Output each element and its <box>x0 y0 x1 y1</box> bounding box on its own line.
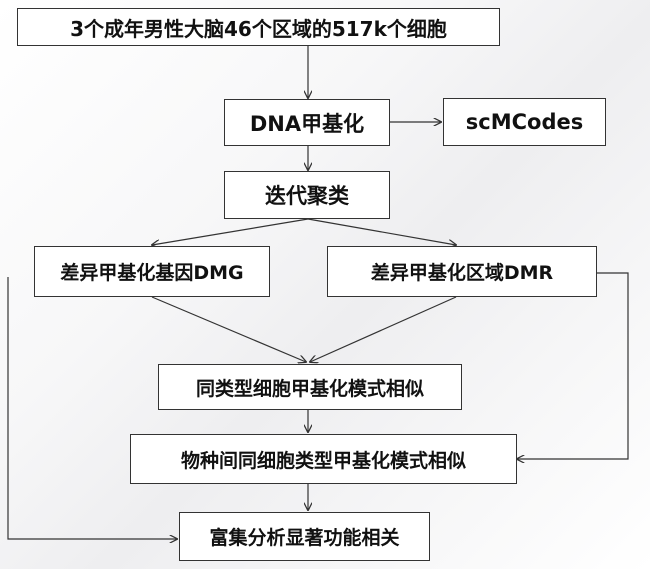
arrow-dmr-to-same-type <box>310 296 457 362</box>
arrow-dmg-to-same-type <box>151 296 306 362</box>
dmr-label: 差异甲基化区域DMR <box>370 262 554 284</box>
dna-methylation-label: DNA甲基化 <box>249 111 365 136</box>
iterative-clustering-label: 迭代聚类 <box>265 184 349 208</box>
scmcodes-box: scMCodes <box>443 98 606 146</box>
dmr-box: 差异甲基化区域DMR <box>327 246 597 297</box>
arrow-dmr-side-to-cross <box>517 272 629 459</box>
arrow-clustering-to-dmg <box>152 218 309 245</box>
dna-methylation-box: DNA甲基化 <box>224 99 390 146</box>
arrow-clustering-to-dmr <box>307 218 456 245</box>
enrichment-label: 富集分析显著功能相关 <box>209 527 400 549</box>
same-type-similar-label: 同类型细胞甲基化模式相似 <box>195 377 424 400</box>
cross-species-similar-box: 物种间同细胞类型甲基化模式相似 <box>130 434 517 484</box>
same-type-similar-box: 同类型细胞甲基化模式相似 <box>158 364 462 410</box>
arrow-dmg-side-to-enrichment <box>7 277 177 539</box>
source-cells-label: 3个成年男性大脑46个区域的517k个细胞 <box>70 16 447 41</box>
iterative-clustering-box: 迭代聚类 <box>224 171 390 219</box>
source-cells-box: 3个成年男性大脑46个区域的517k个细胞 <box>17 8 500 46</box>
dmg-label: 差异甲基化基因DMG <box>60 262 244 284</box>
scmcodes-label: scMCodes <box>465 110 584 134</box>
cross-species-similar-label: 物种间同细胞类型甲基化模式相似 <box>180 449 466 472</box>
enrichment-box: 富集分析显著功能相关 <box>179 512 430 561</box>
dmg-box: 差异甲基化基因DMG <box>34 246 270 297</box>
